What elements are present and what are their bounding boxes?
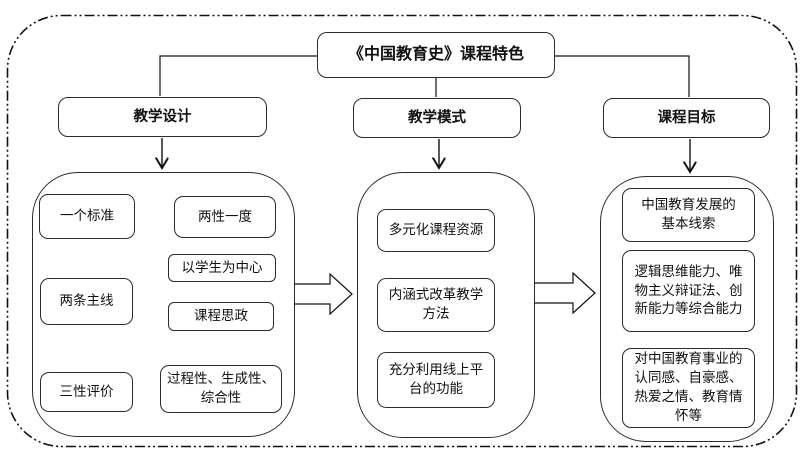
node-process-generative-comprehensive: 过程性、生成性、 综合性 xyxy=(160,365,282,413)
node-three-evaluations: 三性评价 xyxy=(40,372,133,412)
node-logical-thinking-comprehensive-abilities: 逻辑思维能力、唯 物主义辩证法、创 新能力等综合能力 xyxy=(622,250,755,332)
node-two-main-lines: 两条主线 xyxy=(40,278,133,325)
node-connotative-reform-teaching-methods: 内涵式改革教学 方法 xyxy=(377,278,495,332)
header-teaching-design: 教学设计 xyxy=(58,97,267,137)
header-teaching-mode: 教学模式 xyxy=(353,98,521,138)
down-arrows xyxy=(162,138,690,172)
tree-connectors xyxy=(159,55,690,97)
diagram-title: 《中国教育史》课程特色 xyxy=(317,32,555,78)
flow-arrow-middle-to-right xyxy=(532,271,596,315)
node-course-ideology: 课程思政 xyxy=(168,302,274,331)
node-two-qualities-one-degree: 两性一度 xyxy=(174,196,276,238)
flow-arrow-left-to-middle xyxy=(291,272,353,316)
node-basic-threads-of-chinese-education: 中国教育发展的 基本线索 xyxy=(622,188,755,242)
node-identity-pride-love-of-education: 对中国教育事业的 认同感、自豪感、 热爱之情、教育情 怀等 xyxy=(622,348,755,428)
header-course-goals: 课程目标 xyxy=(603,98,770,138)
node-use-online-platform-functions: 充分利用线上平 台的功能 xyxy=(377,352,495,408)
node-student-centered: 以学生为中心 xyxy=(168,254,276,282)
dashed-outer-border xyxy=(6,14,798,448)
node-one-standard: 一个标准 xyxy=(39,194,135,239)
node-diverse-course-resources: 多元化课程资源 xyxy=(377,209,495,252)
